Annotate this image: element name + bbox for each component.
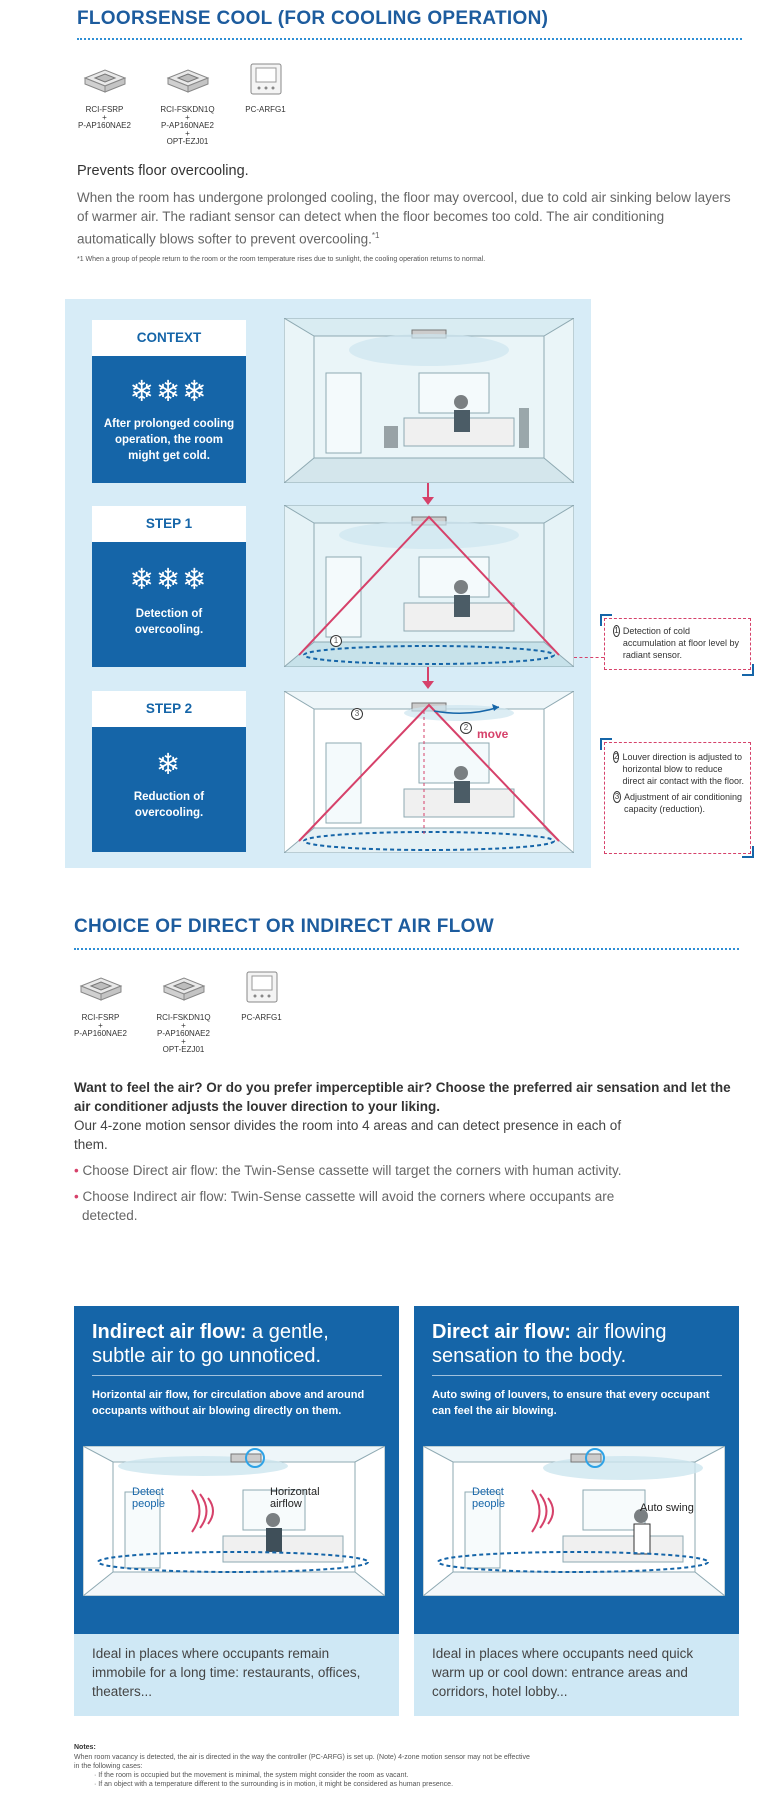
step1-tag: STEP 1	[92, 506, 246, 542]
callout-corner	[600, 614, 612, 626]
cassette-unit-icon	[166, 69, 209, 93]
callout-corner	[742, 846, 754, 858]
product-cassette-1: RCI-FSRP + P-AP160NAE2	[72, 64, 137, 131]
notes-line-3: · If the room is occupied but the moveme…	[94, 1772, 409, 1779]
product-name: RCI-FSKDN1Q	[156, 1013, 211, 1022]
snowflake-icon: ❄❄❄	[129, 374, 209, 408]
context-tag: CONTEXT	[92, 320, 246, 356]
callout-1: 1 Detection of cold accumulation at floo…	[604, 618, 751, 670]
product-name: RCI-FSKDN1Q	[160, 105, 215, 114]
callout-corner	[742, 664, 754, 676]
callout-connector	[574, 657, 604, 658]
direct-title: Direct air flow: air flowing sensation t…	[432, 1321, 667, 1367]
step1-text: Detection of overcooling.	[134, 608, 204, 636]
product-name: RCI-FSRP	[85, 105, 124, 114]
notes-line-1: When room vacancy is detected, the air i…	[74, 1754, 530, 1761]
product-name: RCI-FSRP	[81, 1013, 120, 1022]
indirect-usage: Ideal in places where occupants remain i…	[74, 1634, 399, 1716]
context-tile: ❄❄❄ After prolonged cooling operation, t…	[92, 356, 246, 483]
footnote: *1 When a group of people return to the …	[77, 256, 486, 263]
room-illustration-step2	[284, 691, 574, 853]
callout-3: 3 Adjustment of air conditioning capacit…	[613, 791, 743, 814]
lead-text: Prevents floor overcooling.	[77, 163, 249, 179]
detect-people-label: Detect people	[132, 1486, 166, 1510]
product-cassette-2: RCI-FSKDN1Q + P-AP160NAE2 + OPT-EZJ01	[151, 972, 216, 1055]
down-arrow-icon	[422, 483, 434, 505]
callout-2-3: 2 Louver direction is adjusted to horizo…	[604, 742, 751, 854]
indirect-subtitle: Horizontal air flow, for circulation abo…	[92, 1389, 365, 1417]
snowflake-icon: ❄	[155, 747, 183, 781]
title-divider	[74, 948, 739, 950]
notes-line-2: in the following cases:	[74, 1763, 143, 1770]
detect-people-label: Detect people	[472, 1486, 506, 1510]
direct-room-illustration	[423, 1446, 725, 1596]
direct-subtitle: Auto swing of louvers, to ensure that ev…	[432, 1389, 710, 1417]
marker-1: 1	[330, 635, 342, 647]
down-arrow-icon	[422, 667, 434, 689]
panel-divider	[92, 1375, 382, 1376]
marker-2: 2	[460, 722, 472, 734]
product-cassette-1: RCI-FSRP + P-AP160NAE2	[68, 972, 133, 1039]
marker-3: 3	[351, 708, 363, 720]
product-controller: PC-ARFG1	[234, 970, 289, 1023]
indirect-title: Indirect air flow: a gentle, subtle air …	[92, 1321, 329, 1367]
step2-tile: ❄ Reduction of overcooling.	[92, 727, 246, 852]
cassette-unit-icon	[79, 977, 122, 1001]
title-divider	[77, 38, 742, 40]
room-illustration-step1	[284, 505, 574, 667]
direct-usage: Ideal in places where occupants need qui…	[414, 1634, 739, 1716]
room-illustration-context	[284, 318, 574, 483]
body-text: When the room has undergone prolonged co…	[77, 190, 731, 247]
section-title-airflow: CHOICE OF DIRECT OR INDIRECT AIR FLOW	[74, 916, 494, 937]
callout-corner	[600, 738, 612, 750]
indirect-room-illustration	[83, 1446, 385, 1596]
cassette-unit-icon	[83, 69, 126, 93]
product-cassette-2: RCI-FSKDN1Q + P-AP160NAE2 + OPT-EZJ01	[155, 64, 220, 147]
footnote-ref: *1	[371, 231, 380, 240]
product-option: P-AP160NAE2	[78, 121, 131, 130]
cassette-unit-icon	[162, 977, 205, 1001]
step2-text: Reduction of overcooling.	[133, 791, 205, 819]
horizontal-airflow-label: Horizontal airflow	[270, 1486, 320, 1510]
bullet-indirect: • Choose Indirect air flow: Twin-Sense c…	[74, 1189, 615, 1223]
callout-2: 2 Louver direction is adjusted to horizo…	[613, 751, 745, 786]
context-text: After prolonged cooling operation, the r…	[103, 418, 235, 462]
product-name: PC-ARFG1	[245, 105, 286, 114]
snowflake-icon: ❄❄❄	[129, 562, 209, 596]
airflow-lead: Want to feel the air? Or do you prefer i…	[74, 1080, 731, 1114]
step2-tag: STEP 2	[92, 691, 246, 727]
step1-tile: ❄❄❄ Detection of overcooling.	[92, 542, 246, 667]
notes-title: Notes:	[74, 1744, 96, 1751]
remote-controller-icon	[250, 63, 281, 95]
move-label: move	[477, 727, 509, 741]
product-name: PC-ARFG1	[241, 1013, 282, 1022]
airflow-body: Our 4-zone motion sensor divides the roo…	[74, 1118, 622, 1152]
panel-divider	[432, 1375, 722, 1376]
product-controller: PC-ARFG1	[238, 62, 293, 115]
section-title-floorsense: FLOORSENSE COOL (FOR COOLING OPERATION)	[77, 8, 549, 29]
bullet-direct: • Choose Direct air flow: the Twin-Sense…	[74, 1163, 622, 1178]
remote-controller-icon	[246, 971, 277, 1003]
auto-swing-label: Auto swing	[640, 1502, 694, 1514]
notes-line-4: · If an object with a temperature differ…	[94, 1781, 454, 1788]
